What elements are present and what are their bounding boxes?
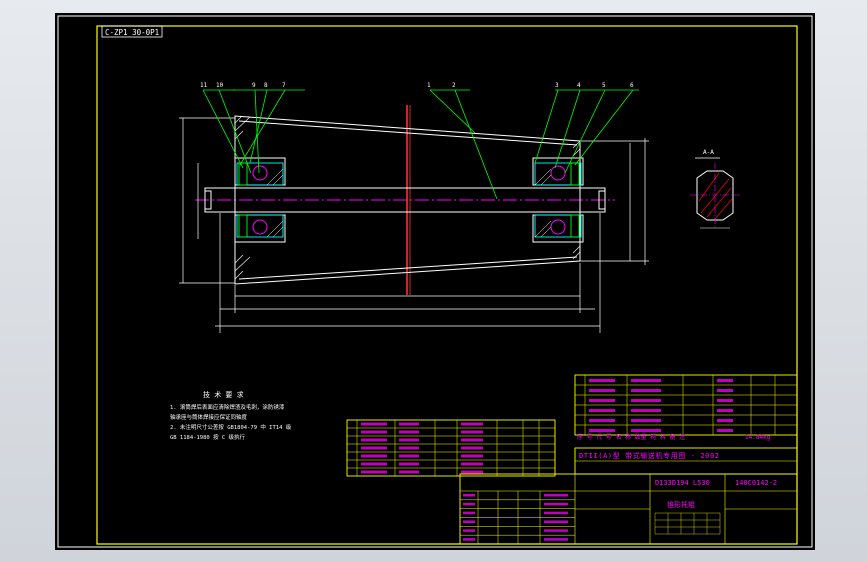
part-balloon: 3 <box>555 82 559 89</box>
note-line-2: 轴承座与筒体焊接应保证同轴度 <box>170 413 248 421</box>
part-balloon: 2 <box>452 82 456 89</box>
section-label: A-A <box>703 149 714 156</box>
part-balloon: 5 <box>602 82 606 89</box>
part-balloon: 6 <box>630 82 634 89</box>
section-a-a: A-A <box>690 149 740 229</box>
note-line-1: 1. 滚筒焊后表面应清除焊渣及毛刺，涂防锈漆 <box>170 403 285 411</box>
part-balloon: 1 <box>427 82 431 89</box>
shaft-section <box>696 170 734 221</box>
drawing-sheet: C-ZP1 30-0P1 <box>55 13 815 550</box>
outer-border <box>57 15 813 548</box>
part-balloons: 11 10 9 8 7 1 2 3 4 5 6 <box>200 82 634 89</box>
title-block: 序 号 代 号 名 称 数量 材 料 备 注 14.84kg DTII(A)型 … <box>459 433 798 545</box>
cad-drawing-canvas[interactable]: C-ZP1 30-0P1 <box>55 13 815 550</box>
notes-title: 技 术 要 求 <box>203 390 244 399</box>
parts-list-table-right <box>574 374 798 436</box>
table-header-row: 序 号 代 号 名 称 数量 材 料 备 注 <box>577 433 685 441</box>
section-hatch <box>698 172 733 220</box>
spec-label: D133D194 L530 <box>655 479 710 487</box>
part-balloon: 10 <box>216 82 224 89</box>
stamp-code: C-ZP1 30-0P1 <box>105 28 159 37</box>
series-title: DTII(A)型 带式输送机专用图 - 2002 <box>579 451 720 460</box>
drawing-number: 140C0142-2 <box>735 479 777 487</box>
dimension-lines <box>179 117 649 333</box>
left-bearing-housing <box>234 157 286 243</box>
part-name: 锥形托辊 <box>667 500 695 509</box>
technical-notes: 技 术 要 求 1. 滚筒焊后表面应清除焊渣及毛刺，涂防锈漆 轴承座与筒体焊接应… <box>170 390 292 441</box>
part-balloon: 8 <box>264 82 268 89</box>
parts-list-table-left <box>346 419 556 477</box>
part-leaders <box>202 89 639 200</box>
part-balloon: 4 <box>577 82 581 89</box>
roller-main-view <box>179 105 649 333</box>
stamp-box <box>101 25 163 38</box>
part-balloon: 7 <box>282 82 286 89</box>
note-line-4: GB 1184-1980 按 C 级执行 <box>170 433 245 441</box>
assembly-weight: 14.84kg <box>745 434 771 441</box>
drawing-frame <box>96 25 798 545</box>
note-line-3: 2. 未注明尺寸公差按 GB1804-79 中 IT14 级 <box>170 423 292 431</box>
part-balloon: 9 <box>252 82 256 89</box>
part-balloon: 11 <box>200 82 208 89</box>
